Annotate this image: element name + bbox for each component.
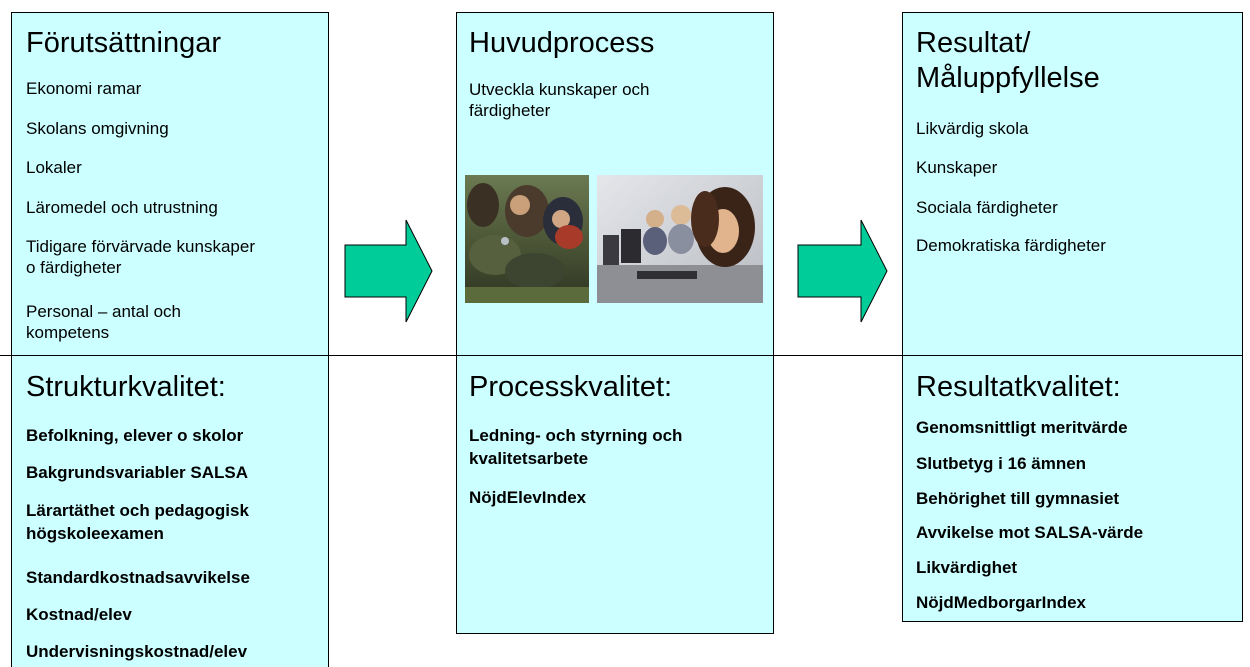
result-quality-item: Avvikelse mot SALSA-värde <box>916 523 1144 542</box>
divider-line-right <box>330 355 1243 356</box>
right-arrow-icon <box>797 219 888 323</box>
prerequisite-item: Tidigare förvärvade kunskaper o färdighe… <box>26 237 255 277</box>
students-computers-photo <box>597 175 763 303</box>
prerequisite-item: Läromedel och utrustning <box>26 198 218 217</box>
structure-quality-item: Lärartäthet och pedagogisk högskoleexame… <box>26 501 249 543</box>
results-item: Demokratiska färdigheter <box>916 236 1106 255</box>
result-quality-item: Slutbetyg i 16 ämnen <box>916 454 1087 473</box>
divider-line-left <box>0 355 330 356</box>
structure-quality-item: Bakgrundsvariabler SALSA <box>26 463 249 482</box>
process-quality-item: NöjdElevIndex <box>469 488 587 507</box>
results-item: Likvärdig skola <box>916 119 1029 138</box>
structure-quality-item: Kostnad/elev <box>26 605 132 624</box>
process-quality-item: Ledning- och styrning och kvalitetsarbet… <box>469 426 683 468</box>
result-quality-item: NöjdMedborgarIndex <box>916 593 1087 612</box>
results-item: Sociala färdigheter <box>916 198 1058 217</box>
results-item: Kunskaper <box>916 158 998 177</box>
main-process-panel <box>456 12 774 634</box>
results-title: Resultat/ Måluppfyllelse <box>916 27 1100 94</box>
result-quality-item: Likvärdighet <box>916 558 1018 577</box>
result-quality-item: Behörighet till gymnasiet <box>916 489 1120 508</box>
structure-quality-item: Befolkning, elever o skolor <box>26 426 244 445</box>
prerequisite-item: Skolans omgivning <box>26 119 169 138</box>
result-quality-item: Genomsnittligt meritvärde <box>916 418 1128 437</box>
main-process-title: Huvudprocess <box>469 27 655 59</box>
structure-quality-item: Undervisningskostnad/elev <box>26 642 248 661</box>
prerequisite-item: Lokaler <box>26 158 82 177</box>
prerequisite-item: Personal – antal och kompetens <box>26 302 181 342</box>
prerequisite-item: Ekonomi ramar <box>26 79 142 98</box>
right-arrow-icon <box>344 219 433 323</box>
main-process-item: Utveckla kunskaper och färdigheter <box>469 80 650 120</box>
process-quality-title: Processkvalitet: <box>469 371 673 403</box>
result-quality-title: Resultatkvalitet: <box>916 371 1121 403</box>
structure-quality-item: Standardkostnadsavvikelse <box>26 568 250 587</box>
results-panel <box>902 12 1243 622</box>
prerequisites-title: Förutsättningar <box>26 27 222 59</box>
students-outdoors-photo <box>465 175 589 303</box>
prerequisites-panel <box>11 12 329 667</box>
structure-quality-title: Strukturkvalitet: <box>26 371 226 403</box>
